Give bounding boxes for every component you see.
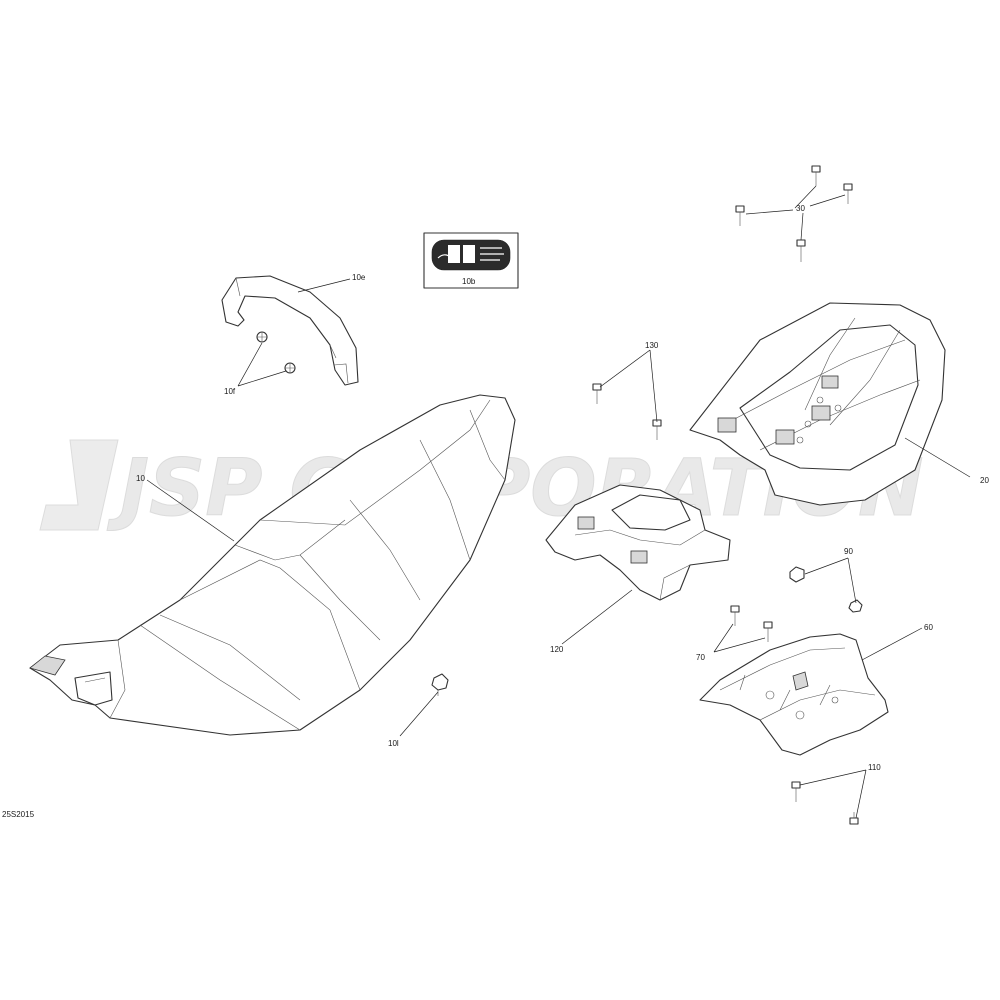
cover-60	[699, 633, 889, 756]
bracket-120	[545, 484, 731, 601]
leader-30	[745, 185, 846, 241]
callout-20: 20	[980, 476, 989, 485]
callout-30: 30	[796, 204, 805, 213]
callout-60: 60	[924, 623, 933, 632]
leader-130	[599, 349, 658, 423]
grab-handle-20	[689, 302, 946, 506]
bolts-30	[735, 165, 853, 262]
leader-60	[861, 627, 923, 661]
decal-10b	[423, 232, 519, 289]
leader-90	[804, 557, 857, 604]
callout-10b: 10b	[462, 277, 476, 286]
strap-10e	[221, 275, 359, 386]
callout-70: 70	[696, 653, 705, 662]
clips-10f	[256, 331, 296, 374]
seat-10	[29, 394, 516, 736]
leader-10	[146, 479, 235, 542]
nuts-90	[789, 566, 863, 613]
leader-120	[561, 589, 633, 645]
callout-110: 110	[868, 763, 881, 772]
leader-70	[713, 623, 766, 653]
callout-90: 90	[844, 547, 853, 556]
callout-120: 120	[550, 645, 564, 654]
callout-10e: 10e	[352, 273, 366, 282]
leader-10e	[297, 278, 351, 293]
callout-10f: 10f	[224, 387, 236, 396]
leader-lines	[146, 185, 971, 819]
leader-10l	[399, 691, 439, 737]
callout-labels: 10 10e 10f 10b 10l 130 30 20 90 120 70 6…	[136, 204, 989, 772]
callout-10l: 10l	[388, 739, 399, 748]
watermark-logo-mark	[39, 439, 119, 531]
diagram-code: 25S2015	[2, 810, 35, 819]
screws-110	[791, 781, 859, 825]
callout-10: 10	[136, 474, 145, 483]
fastener-10l	[431, 673, 449, 696]
leader-10f	[237, 342, 287, 387]
leader-20	[904, 437, 971, 478]
bolts-70	[730, 605, 773, 642]
leader-110	[799, 769, 867, 819]
bolts-130	[592, 383, 662, 440]
callout-130: 130	[645, 341, 659, 350]
